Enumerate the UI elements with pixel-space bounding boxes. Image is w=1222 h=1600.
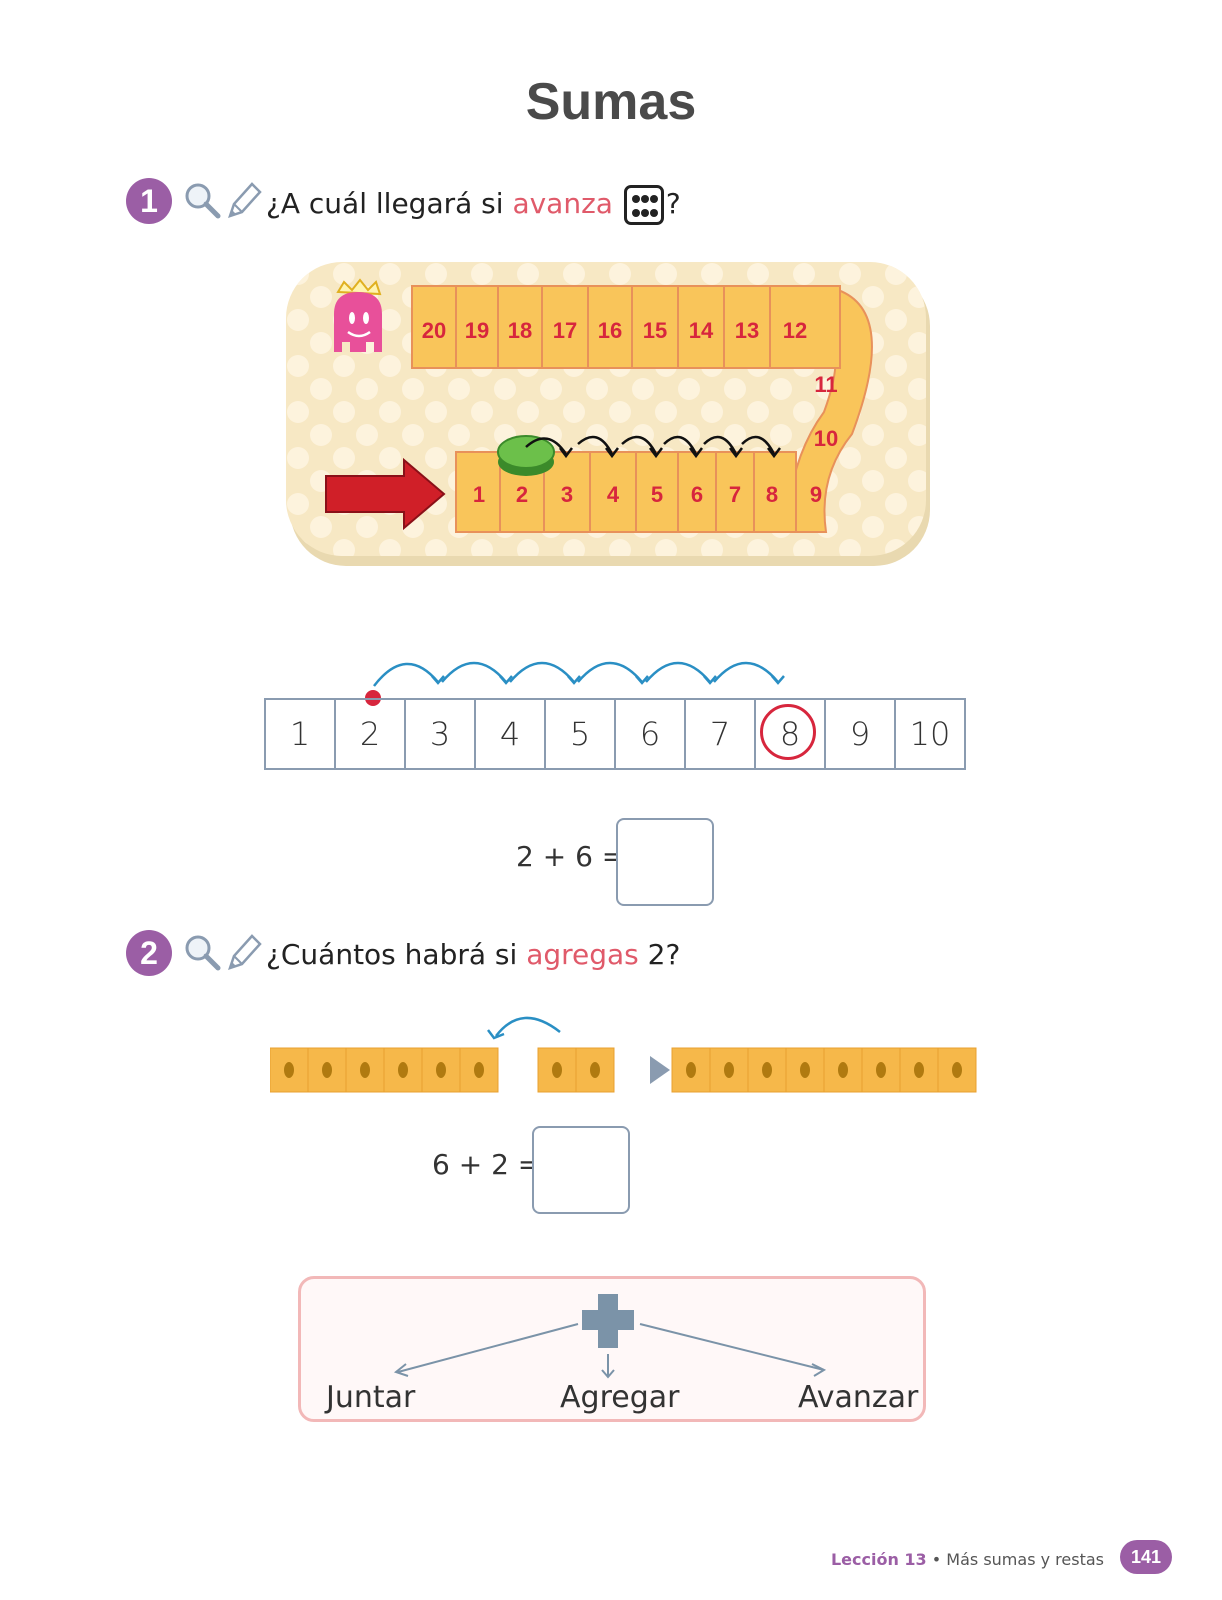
answer-box-1[interactable] (616, 818, 714, 906)
footer-text: Lección 13 • Más sumas y restas (831, 1550, 1104, 1569)
question-2-prefix: ¿Cuántos habrá si (266, 938, 527, 971)
board-cell-label: 6 (691, 482, 703, 507)
footer-lesson: Lección 13 (830, 1550, 927, 1569)
board-top-row: 20 19 18 17 16 15 14 13 12 11 10 (411, 285, 841, 451)
question-2-keyword: agregas (526, 938, 639, 971)
footer-topic: Más sumas y restas (946, 1550, 1104, 1569)
monster-character (334, 278, 382, 352)
board-hop-arrows (525, 435, 781, 459)
cube-dot (398, 1062, 408, 1078)
summary-label-avanzar: Avanzar (798, 1380, 919, 1415)
summary-label-agregar: Agregar (560, 1380, 680, 1415)
equation-2-text: 6 + 2 = (432, 1148, 542, 1181)
game-token (497, 435, 555, 476)
numberline-cell: 5 (544, 698, 616, 770)
add-arrow-icon (495, 1016, 561, 1037)
question-2-text: ¿Cuántos habrá si agregas 2? (266, 938, 680, 971)
cube-dot (284, 1062, 294, 1078)
board-cell-label: 2 (516, 482, 528, 507)
footer-bullet: • (926, 1550, 947, 1569)
numberline-cell-circled: 8 (754, 698, 826, 770)
board-cell-label: 12 (783, 318, 807, 343)
board-cell-label: 18 (508, 318, 532, 343)
die-six-icon (623, 185, 664, 225)
summary-diagram (393, 1294, 827, 1379)
question-1-keyword: avanza (512, 187, 613, 220)
numberline-cell: 2 (334, 698, 406, 770)
numberline-cell: 3 (404, 698, 476, 770)
cube-train-2 (537, 1047, 615, 1093)
start-arrow-icon (325, 457, 446, 531)
question-1-suffix: ? (665, 187, 681, 220)
page-title: Sumas (525, 73, 697, 131)
question-1-prefix: ¿A cuál llegará si (266, 187, 513, 220)
board-bottom-row: 1 2 3 4 5 6 7 8 9 (455, 451, 822, 533)
answer-box-2[interactable] (532, 1126, 630, 1214)
board-cell-label: 10 (814, 426, 838, 451)
answer-circle (760, 704, 816, 760)
cube-dot (322, 1062, 332, 1078)
cube-dot (952, 1062, 962, 1078)
cube-dot (552, 1062, 562, 1078)
magnifier-icon (185, 183, 221, 219)
cube-dot (762, 1062, 772, 1078)
board-cell-label: 5 (651, 482, 663, 507)
pencil-icon (228, 182, 262, 218)
result-arrow-icon (650, 1056, 670, 1084)
board-cell-label: 14 (689, 318, 714, 343)
numberline-cell: 6 (614, 698, 686, 770)
cube-dot (724, 1062, 734, 1078)
board-cell-label: 11 (814, 372, 837, 397)
equation-1-text: 2 + 6 = (516, 840, 626, 873)
board-cell-label: 16 (598, 318, 622, 343)
question-2-badge: 2 (126, 930, 172, 976)
board-cell-label: 20 (422, 318, 446, 343)
numberline-cell: 10 (894, 698, 966, 770)
cube-dot (914, 1062, 924, 1078)
cube-dot (360, 1062, 370, 1078)
question-1-badge: 1 (126, 178, 172, 224)
cube-dot (800, 1062, 810, 1078)
question-2-suffix: 2? (638, 938, 681, 971)
cube-dot (474, 1062, 484, 1078)
board-cell-label: 4 (607, 482, 620, 507)
board-cell-label: 13 (735, 318, 759, 343)
cube-dot (838, 1062, 848, 1078)
cube-trains-illustration (270, 1016, 977, 1093)
plus-icon (582, 1294, 634, 1348)
cube-dot (590, 1062, 600, 1078)
numberline-cell: 9 (824, 698, 896, 770)
question-1-text: ¿A cuál llegará si avanza ? (266, 185, 681, 225)
cube-dot (436, 1062, 446, 1078)
summary-label-juntar: Juntar (326, 1380, 416, 1415)
board-cell-label: 8 (766, 482, 778, 507)
cube-dot (686, 1062, 696, 1078)
board-cell-label: 15 (643, 318, 667, 343)
pencil-icon (228, 934, 262, 970)
board-cell-label: 7 (729, 482, 741, 507)
numberline-hop-arrows (365, 661, 785, 706)
board-game-illustration: 20 19 18 17 16 15 14 13 12 11 10 1 2 3 4… (286, 262, 930, 566)
numberline-cell: 7 (684, 698, 756, 770)
magnifier-icon (185, 935, 221, 971)
page-number: 141 (1120, 1540, 1172, 1574)
numberline-cell: 1 (264, 698, 336, 770)
cube-dot (876, 1062, 886, 1078)
cube-train-8 (671, 1047, 977, 1093)
board-cell-label: 1 (473, 482, 485, 507)
number-line: 1 2 3 4 5 6 7 8 9 10 (264, 698, 966, 770)
board-cell-label: 19 (465, 318, 489, 343)
board-cell-label: 9 (810, 482, 822, 507)
board-cell-label: 3 (561, 482, 573, 507)
numberline-cell: 4 (474, 698, 546, 770)
board-cell-label: 17 (553, 318, 577, 343)
cube-train-6 (270, 1047, 499, 1093)
